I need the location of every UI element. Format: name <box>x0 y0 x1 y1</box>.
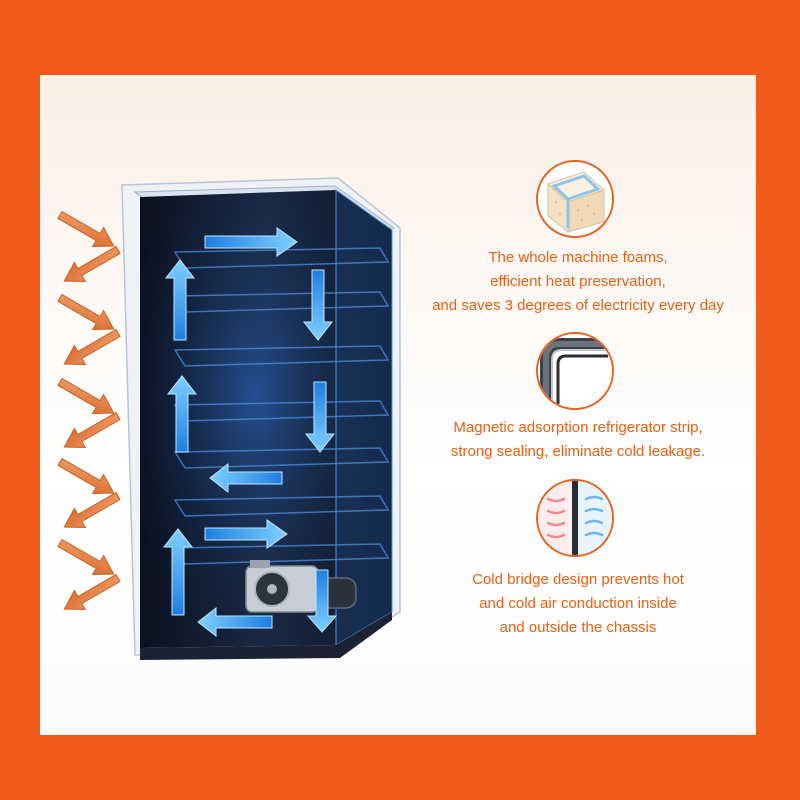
cold-arrow-up-3 <box>162 528 194 616</box>
heat-arrow-in-5 <box>57 538 115 576</box>
cold-airflow-arrows <box>162 227 338 638</box>
cold-arrow-up-2 <box>166 375 198 453</box>
feature-caption-cold-bridge: Cold bridge design prevents hot and cold… <box>472 571 684 636</box>
heat-arrow-out-1 <box>63 245 121 283</box>
refrigerator-cabinet <box>121 177 401 660</box>
cold-arrow-right-top <box>204 227 298 257</box>
heat-arrow-in-4 <box>57 457 115 495</box>
feature-caption-seal: Magnetic adsorption refrigerator strip, … <box>450 419 706 460</box>
heat-arrow-out-4 <box>63 491 121 529</box>
cold-arrow-left <box>209 462 283 494</box>
cold-arrow-left-bottom <box>197 606 273 638</box>
heat-arrow-in-1 <box>57 210 115 248</box>
heat-arrow-in-3 <box>57 377 115 415</box>
heat-arrow-in-2 <box>57 293 115 331</box>
heat-arrow-out-2 <box>63 328 121 366</box>
feature-caption-foam: The whole machine foams, efficient heat … <box>432 249 724 314</box>
heat-arrow-out-3 <box>63 411 121 449</box>
heat-arrows <box>57 210 121 611</box>
cold-arrow-down-2 <box>304 381 336 453</box>
cold-bridge-icon <box>536 479 614 557</box>
cold-arrow-right-mid <box>204 519 288 549</box>
cold-arrow-down-3 <box>306 569 338 633</box>
cold-arrow-down-1 <box>302 269 334 341</box>
heat-arrow-out-5 <box>63 573 121 611</box>
magnetic-seal-strip-icon <box>536 332 614 410</box>
foam-insulation-icon <box>536 160 614 238</box>
cold-arrow-up-1 <box>164 259 196 341</box>
